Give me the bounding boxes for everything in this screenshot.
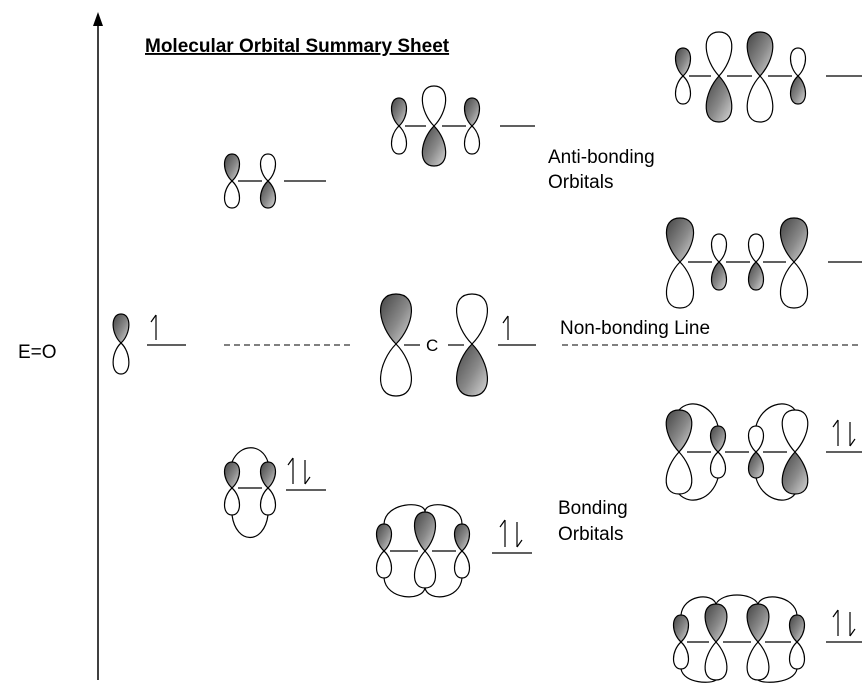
- energy-axis: [93, 12, 103, 680]
- mo-4-level-1: [674, 31, 862, 123]
- mo-2-antibonding: [223, 153, 326, 209]
- antibonding-label-2: Orbitals: [548, 172, 613, 193]
- mo-4-level-2: [665, 217, 862, 309]
- mo-2-bonding: [223, 447, 326, 539]
- energy-axis-label: E=O: [18, 342, 57, 363]
- mo-3-nonbonding: [380, 293, 536, 397]
- bonding-label-2: Orbitals: [558, 524, 623, 545]
- mo-level-1-electrons: [147, 314, 186, 346]
- p-orbital-single: [112, 313, 130, 375]
- mo-3-bonding: [375, 504, 532, 598]
- mo-4-level-4: [672, 594, 862, 683]
- mo-3-antibonding: [390, 85, 535, 167]
- nonbonding-label: Non-bonding Line: [560, 318, 710, 339]
- central-atom-label: C: [426, 336, 438, 355]
- bonding-label-1: Bonding: [558, 498, 628, 519]
- antibonding-label-1: Anti-bonding: [548, 147, 655, 168]
- mo-4-level-3: [665, 403, 862, 501]
- page-title: Molecular Orbital Summary Sheet: [145, 36, 450, 57]
